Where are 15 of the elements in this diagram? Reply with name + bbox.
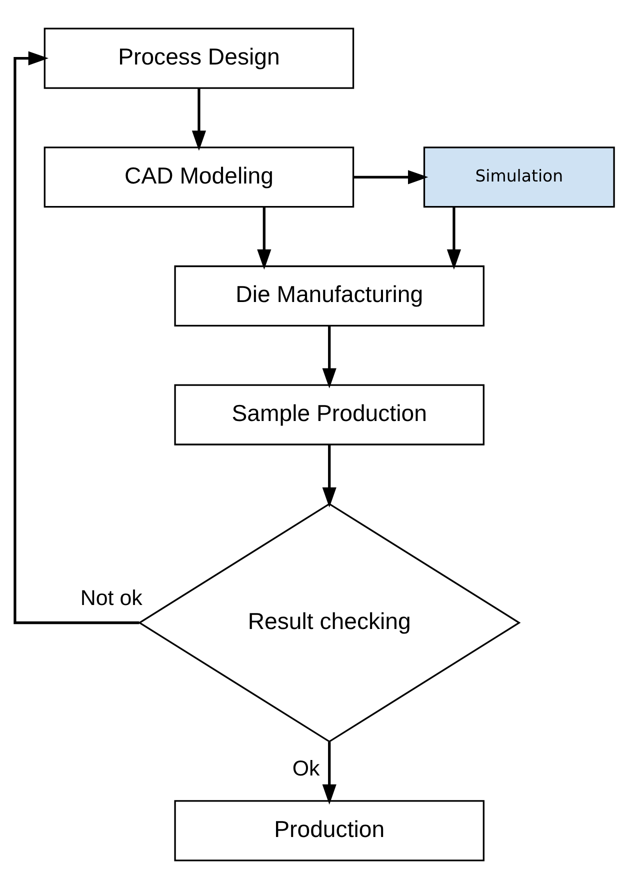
arrow bbox=[14, 50, 140, 624]
arrow bbox=[322, 444, 336, 508]
arrow bbox=[322, 325, 336, 388]
node-box: Sample Production bbox=[174, 384, 484, 445]
arrow bbox=[257, 206, 272, 270]
node-box: Production bbox=[174, 800, 484, 861]
node-box: Simulation bbox=[423, 146, 615, 208]
arrow bbox=[192, 88, 206, 150]
node-box: CAD Modeling bbox=[44, 146, 354, 208]
edge-label: Ok bbox=[292, 756, 320, 780]
arrow bbox=[322, 741, 336, 804]
node-box: Die Manufacturing bbox=[174, 264, 484, 326]
arrow bbox=[353, 170, 428, 184]
node-box: Process Design bbox=[44, 27, 354, 88]
arrow bbox=[446, 206, 462, 270]
